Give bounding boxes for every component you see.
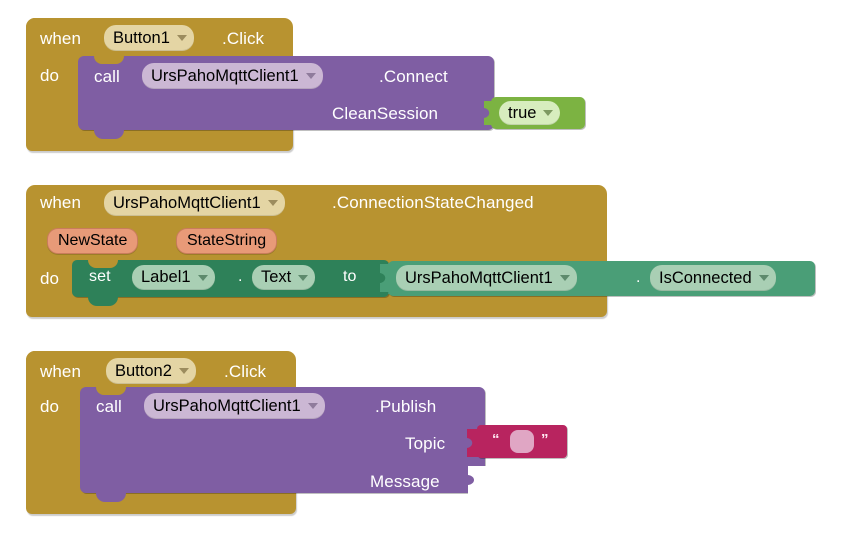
component3-dropdown-label: Button2: [115, 361, 172, 380]
chevron-down-icon: [267, 200, 278, 206]
setter-dot: .: [238, 268, 243, 285]
call-label: call: [94, 67, 120, 86]
component-dropdown-button1[interactable]: Button1: [104, 25, 194, 51]
socket-notch-icon: [467, 429, 479, 457]
do2-label: do: [40, 269, 60, 288]
message-socket[interactable]: [468, 466, 486, 499]
param-chip-newstate[interactable]: NewState: [47, 228, 139, 254]
to-label: to: [343, 268, 357, 285]
param-chip-statestring-label: StateString: [187, 232, 267, 249]
call-block-bottom-bump: [94, 130, 124, 139]
param-chip-newstate-label: NewState: [58, 232, 128, 249]
open-quote: “: [492, 431, 500, 448]
socket-notch-icon: [468, 466, 486, 494]
call3-component-dropdown[interactable]: UrsPahoMqttClient1: [144, 393, 325, 419]
setter-top-notch: [88, 260, 118, 268]
getter-property-dropdown[interactable]: IsConnected: [650, 265, 776, 291]
call3-top-notch: [96, 387, 126, 395]
component-dropdown-button2[interactable]: Button2: [106, 358, 196, 384]
do-label: do: [40, 66, 60, 85]
param-chip-statestring[interactable]: StateString: [176, 228, 278, 254]
when-label: when: [40, 29, 82, 48]
call3-component-label: UrsPahoMqttClient1: [153, 396, 301, 415]
chevron-down-icon: [197, 274, 208, 281]
call3-label: call: [96, 397, 122, 416]
setter-bottom-bump: [88, 297, 118, 306]
logic-value-label: true: [508, 103, 537, 122]
getter-component-dropdown[interactable]: UrsPahoMqttClient1: [396, 265, 577, 291]
chevron-down-icon: [307, 403, 318, 409]
close-quote: ”: [541, 431, 549, 448]
setter-component-label: Label1: [141, 268, 191, 286]
call-component-dropdown[interactable]: UrsPahoMqttClient1: [142, 63, 323, 89]
setter-property-label: Text: [261, 268, 292, 286]
arg-label-message: Message: [370, 472, 440, 491]
chevron-down-icon: [178, 368, 189, 374]
setter-component-dropdown[interactable]: Label1: [132, 265, 215, 290]
when2-label: when: [40, 193, 82, 212]
arg-label-cleansession: CleanSession: [332, 104, 439, 123]
event2-footer-bar: [26, 294, 607, 317]
getter-component-label: UrsPahoMqttClient1: [405, 268, 553, 287]
text-string-input[interactable]: [510, 430, 534, 453]
event3-left-column: [26, 383, 86, 495]
event-left-column: [26, 50, 86, 132]
chevron-down-icon: [176, 35, 187, 41]
chevron-down-icon: [305, 73, 316, 79]
chevron-down-icon: [298, 274, 309, 281]
chevron-down-icon: [758, 275, 769, 281]
setter-block-label1-text[interactable]: [72, 260, 389, 297]
event3-name-label: .Click: [224, 362, 267, 381]
getter-property-label: IsConnected: [659, 268, 752, 287]
set-label: set: [89, 268, 111, 285]
topic-socket: [465, 429, 479, 457]
call-component-label: UrsPahoMqttClient1: [151, 66, 299, 85]
when3-label: when: [40, 362, 82, 381]
setter-property-dropdown[interactable]: Text: [252, 265, 316, 290]
event-name-label: .Click: [222, 29, 265, 48]
component-dropdown-label: Button1: [113, 28, 170, 47]
call-block-top-notch: [94, 56, 124, 64]
method-name-label: .Connect: [379, 67, 448, 86]
call3-bottom-bump: [96, 493, 126, 502]
logic-dropdown-true[interactable]: true: [499, 101, 561, 125]
event2-name-label: .ConnectionStateChanged: [332, 193, 534, 212]
component2-dropdown-label: UrsPahoMqttClient1: [113, 193, 261, 212]
chevron-down-icon: [543, 110, 554, 116]
do3-label: do: [40, 397, 60, 416]
chevron-down-icon: [559, 275, 570, 281]
getter-dot: .: [636, 269, 641, 286]
arg-label-topic: Topic: [405, 434, 446, 453]
method3-name-label: .Publish: [375, 397, 437, 416]
component-dropdown-ursclient-event[interactable]: UrsPahoMqttClient1: [104, 190, 285, 216]
